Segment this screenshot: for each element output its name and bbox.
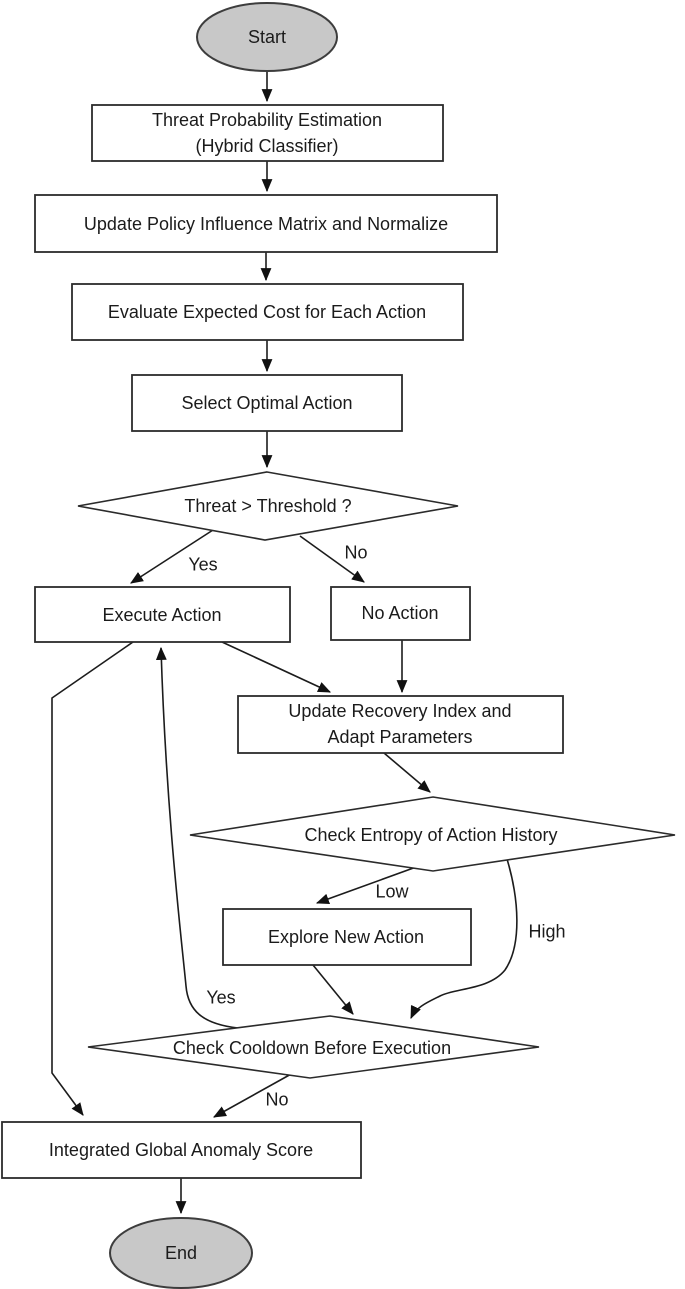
edge-label-threshold-yes: Yes [188,554,218,575]
node-label-check-entropy: Check Entropy of Action History [304,825,558,845]
node-label-threat-threshold: Threat > Threshold ? [184,496,352,516]
node-label-check-cooldown: Check Cooldown Before Execution [172,1038,452,1058]
threat-threshold-decision-shape [77,471,459,541]
edge-label-entropy-low: Low [375,881,409,902]
edge-label-threshold-no: No [344,542,368,563]
edge-cooldown-globalscore-no [213,1072,294,1118]
edge-entropy-cooldown-high [410,858,518,1019]
edge-execute-recovery [221,641,331,693]
update-recovery-shape [237,695,564,754]
edge-threshold-execute-yes [130,529,214,584]
node-label-end: End [164,1243,198,1263]
node-label-threat-estimation: Threat Probability Estimation (Hybrid Cl… [151,110,383,156]
node-label-update-policy: Update Policy Influence Matrix and Norma… [83,214,449,234]
node-label-update-recovery: Update Recovery Index and Adapt Paramete… [288,701,512,747]
evaluate-cost-shape [71,283,464,341]
global-score-shape [1,1121,362,1179]
no-action-shape [330,586,471,641]
node-label-explore-new: Explore New Action [267,927,425,947]
node-label-global-score: Integrated Global Anomaly Score [48,1140,314,1160]
edge-label-cooldown-no: No [265,1089,289,1110]
edge-recovery-entropy [383,752,431,793]
node-label-evaluate-cost: Evaluate Expected Cost for Each Action [107,302,427,322]
edge-explore-cooldown [312,964,354,1015]
end-terminator-shape [109,1217,253,1289]
edge-entropy-explore-low [315,861,431,905]
edge-label-cooldown-yes: Yes [206,987,236,1008]
node-label-no-action: No Action [361,603,439,623]
explore-new-action-shape [222,908,472,966]
select-action-shape [131,374,403,432]
edge-cooldown-execute-yes [155,646,239,1029]
check-cooldown-decision-shape [87,1015,540,1079]
edge-label-entropy-high: High [528,921,566,942]
node-label-start: Start [247,27,287,47]
edge-threshold-noaction-no [299,535,365,583]
execute-action-shape [34,586,291,643]
update-policy-shape [34,194,498,253]
node-label-execute-action: Execute Action [102,605,222,625]
edge-execute-globalscore [51,641,134,1116]
threat-estimation-shape [91,104,444,162]
node-label-select-action: Select Optimal Action [181,393,353,413]
check-entropy-decision-shape [189,796,676,872]
start-terminator-shape [196,2,338,72]
